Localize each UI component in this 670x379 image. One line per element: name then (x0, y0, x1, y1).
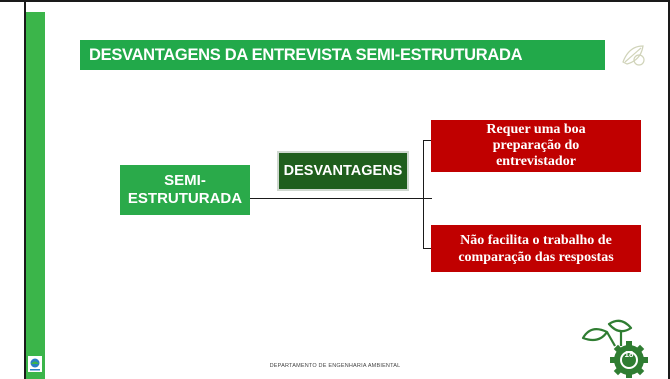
connector-leaf-1 (423, 140, 432, 141)
connector-vertical (423, 140, 424, 249)
branch-node-label: DESVANTAGENS (283, 163, 403, 179)
leaf-watermark-icon (622, 45, 645, 66)
branch-node-desvantagens: DESVANTAGENS (277, 151, 409, 191)
leaf-node-comparacao: Não facilita o trabalho de comparação da… (431, 225, 641, 272)
footer-department: DEPARTAMENTO DE ENGENHARIA AMBIENTAL (269, 363, 401, 369)
slide-title: DESVANTAGENS DA ENTREVISTA SEMI-ESTRUTUR… (89, 45, 523, 64)
leaf-node-label: Requer uma boa preparação do entrevistad… (486, 122, 586, 169)
page-number: 18 (624, 350, 634, 359)
department-logo-icon (28, 356, 42, 372)
slide-title-bar: DESVANTAGENS DA ENTREVISTA SEMI-ESTRUTUR… (80, 40, 605, 70)
connector-root-branch (250, 198, 432, 199)
leaf-node-label: Não facilita o trabalho de comparação da… (458, 232, 614, 265)
leaf-node-preparacao: Requer uma boa preparação do entrevistad… (431, 120, 641, 172)
gear-leaf-icon (581, 319, 648, 378)
left-edge-line (24, 0, 26, 379)
root-node-label: SEMI- ESTRUTURADA (127, 172, 243, 207)
connector-leaf-2 (423, 248, 432, 249)
root-node-semi-estruturada: SEMI- ESTRUTURADA (120, 165, 250, 215)
left-accent-bar (26, 12, 45, 379)
